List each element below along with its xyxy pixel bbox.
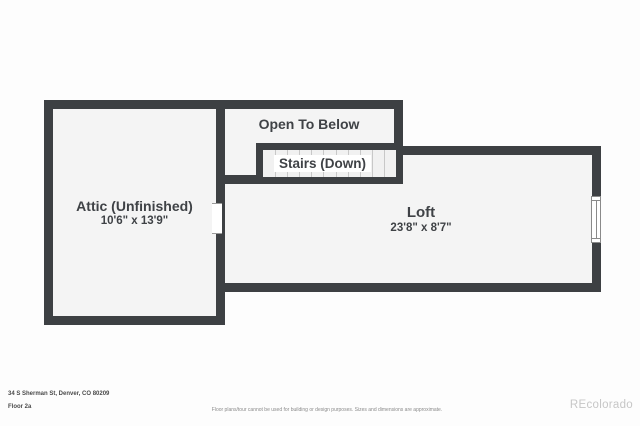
stair-tread-line (383, 150, 385, 177)
window-mullion (596, 200, 597, 239)
room-dims-loft: 23'8" x 8'7" (390, 222, 452, 235)
room-dims-attic: 10'6" x 13'9" (100, 215, 169, 228)
wall-opening-icon (212, 203, 222, 234)
address-text: 34 S Sherman St, Denver, CO 80209 (8, 391, 110, 397)
room-label-stairs: Stairs (Down) (273, 155, 371, 172)
loft-label-block: Loft 23'8" x 8'7" (390, 204, 451, 235)
room-label-attic: Attic (Unfinished) (76, 197, 193, 214)
floor-label: Floor 2a (8, 404, 32, 410)
window-cap-bottom (592, 238, 600, 239)
room-label-loft: Loft (406, 203, 436, 221)
window-icon (591, 196, 601, 243)
room-open-to-below: Open To Below (215, 100, 403, 184)
room-attic: Attic (Unfinished) 10'6" x 13'9" (44, 100, 225, 325)
room-label-open-to-below: Open To Below (258, 116, 360, 132)
recolorado-watermark: REcolorado (569, 399, 633, 411)
disclaimer-text: Floor plans/tour cannot be used for buil… (211, 407, 443, 413)
room-stairs: Stairs (Down) (256, 143, 403, 184)
stair-tread-line (371, 150, 373, 177)
